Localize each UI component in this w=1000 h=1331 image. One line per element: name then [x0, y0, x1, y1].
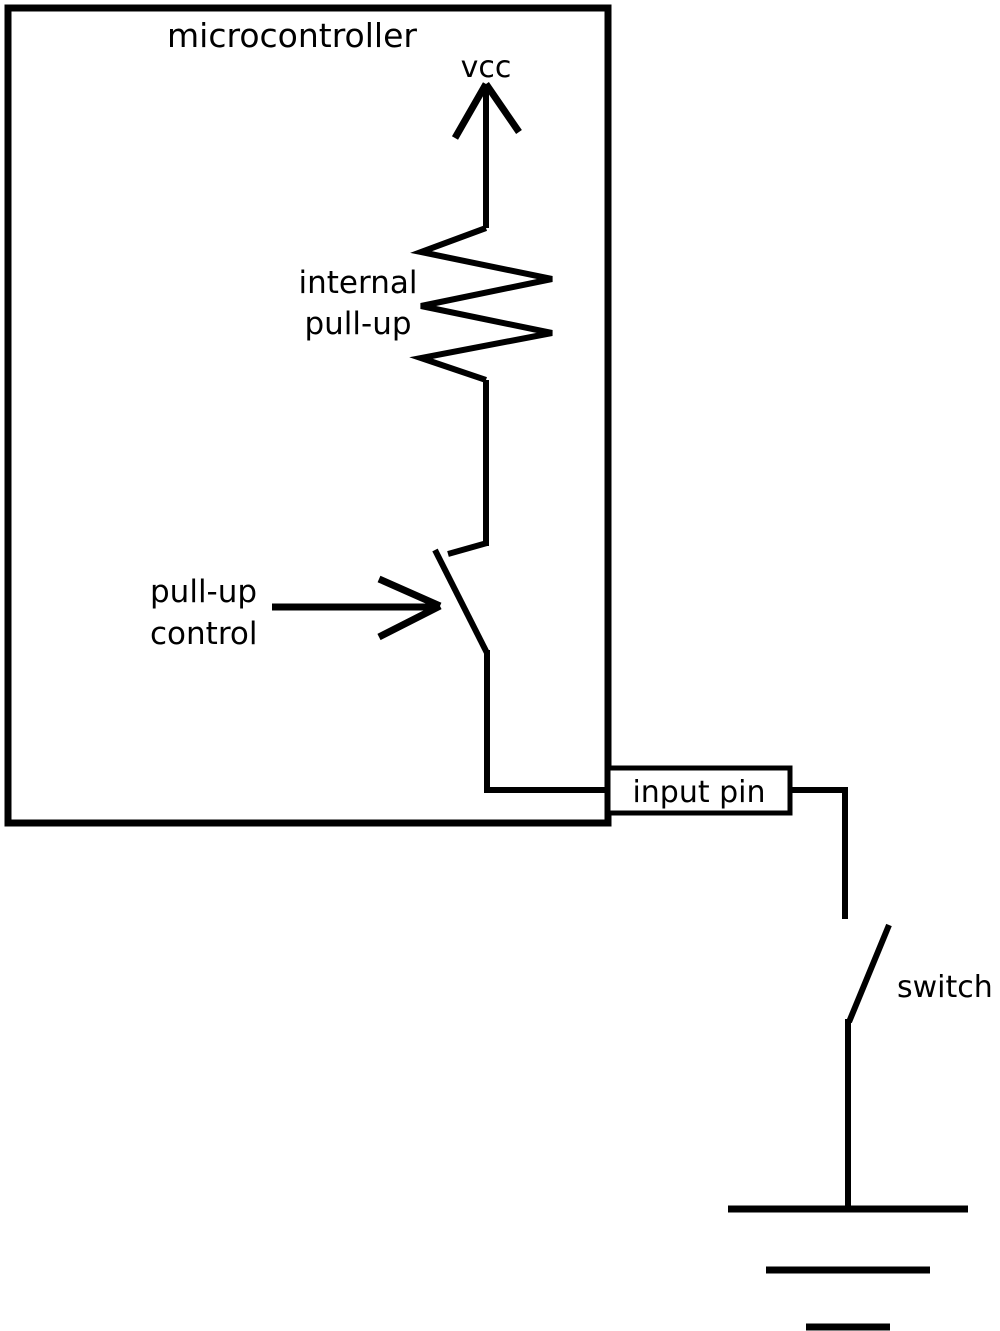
- internal-pullup-label-line2: pull-up: [304, 306, 411, 342]
- internal-pullup-label-line1: internal: [299, 265, 418, 301]
- external-switch-label: switch: [897, 970, 993, 1005]
- pullup-control-label-line2: control: [150, 616, 257, 652]
- pullup-switch-blade: [432, 548, 490, 655]
- microcontroller-box: [4, 4, 612, 827]
- pullup-switch-contact: [447, 540, 488, 557]
- pullup-control-arrowhead-icon: [377, 575, 442, 641]
- input-pin-box: [605, 765, 793, 816]
- input-pin-label: input pin: [632, 775, 765, 810]
- vcc-label: vcc: [461, 50, 512, 85]
- external-switch-blade: [846, 923, 892, 1024]
- internal-pullup-resistor-symbol: [409, 225, 553, 383]
- microcontroller-title: microcontroller: [167, 16, 417, 55]
- pin-to-switch-wire: [790, 787, 848, 919]
- pullup-control-label-line1: pull-up: [150, 574, 257, 610]
- vcc-arrowhead-icon: [451, 82, 522, 140]
- switch-to-pin-wire: [484, 650, 612, 793]
